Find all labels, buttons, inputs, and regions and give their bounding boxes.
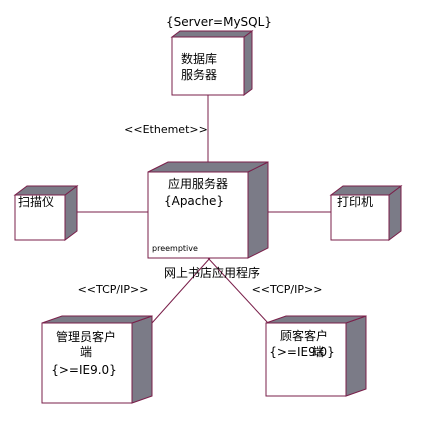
admin-client-node: [41, 315, 153, 404]
customer-client-label-line2: 端: [312, 345, 324, 359]
db-server-label-line2: 服务器: [181, 67, 217, 82]
admin-client-label-line2: 端: [80, 345, 92, 359]
app-admin-connector: [151, 257, 211, 324]
app-caption: 网上书店应用程序: [164, 265, 260, 280]
db-server-label-line1: 数据库: [181, 51, 217, 66]
printer-label: 打印机: [337, 195, 373, 209]
printer-node: [329, 185, 403, 241]
scanner-label: 扫描仪: [18, 195, 54, 209]
customer-client-label-line3: {>=IE9.0}: [269, 345, 335, 359]
customer-client-node: [265, 315, 367, 397]
scanner-node-front: [14, 194, 66, 241]
admin-client-label-line1: 管理员客户: [56, 329, 116, 344]
customer-client-label-line1: 顾客客户: [280, 328, 328, 343]
db-server-node-front: [171, 36, 245, 96]
admin-client-node-top: [41, 315, 153, 324]
customer-client-node-front: [265, 322, 347, 397]
app-server-label-line2: {Apache}: [164, 194, 224, 208]
admin-link-label: <<TCP/IP>>: [78, 283, 149, 296]
app-server-node: [147, 161, 269, 259]
app-server-node-front: [147, 171, 249, 259]
app-server-node-top: [147, 161, 269, 173]
admin-client-node-side: [131, 315, 153, 404]
app-server-node-side: [247, 161, 269, 259]
db-server-node-top: [170, 30, 254, 38]
customer-client-node-side: [345, 315, 367, 397]
app-server-label-line1: 应用服务器: [168, 176, 228, 191]
scanner-node: [13, 185, 79, 241]
db-link-label: <<Ethemet>>: [124, 123, 208, 136]
admin-client-label-line3: {>=IE9.0}: [51, 363, 117, 377]
admin-client-node-front: [41, 322, 133, 404]
app-server-note: preemptive: [152, 244, 198, 253]
customer-link-label: <<TCP/IP>>: [252, 283, 323, 296]
db-server-stereotype: {Server=MySQL}: [166, 15, 272, 29]
db-server-node: [170, 30, 254, 96]
printer-node-front: [330, 194, 390, 241]
printer-node-top: [329, 185, 403, 196]
db-server-node-side: [243, 30, 253, 96]
app-customer-connector: [207, 257, 269, 324]
